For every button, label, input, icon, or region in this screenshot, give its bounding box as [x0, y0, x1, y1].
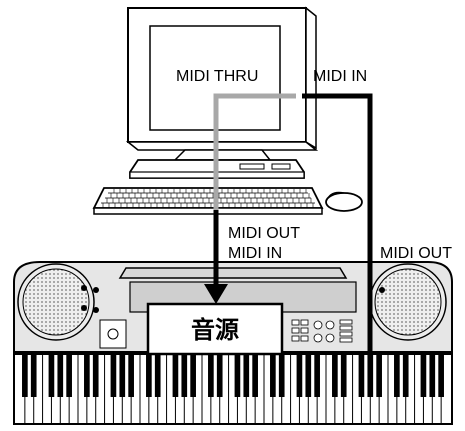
arrowhead-icon — [204, 284, 228, 304]
computer-icon — [125, 6, 319, 179]
midi-out-line — [302, 93, 373, 368]
midi-in-top-label: MIDI IN — [313, 68, 367, 85]
midi-thru-label: MIDI THRU — [176, 68, 258, 85]
sound-source-label: 音源 — [191, 316, 239, 344]
sound-source-box — [146, 302, 284, 356]
midi-out-mid-label: MIDI OUT — [228, 225, 300, 242]
mouse-icon — [325, 191, 363, 212]
midi-out-right-label: MIDI OUT — [380, 245, 452, 262]
midi-in-mid-label: MIDI IN — [228, 245, 282, 262]
keyboard-icon — [92, 187, 324, 215]
